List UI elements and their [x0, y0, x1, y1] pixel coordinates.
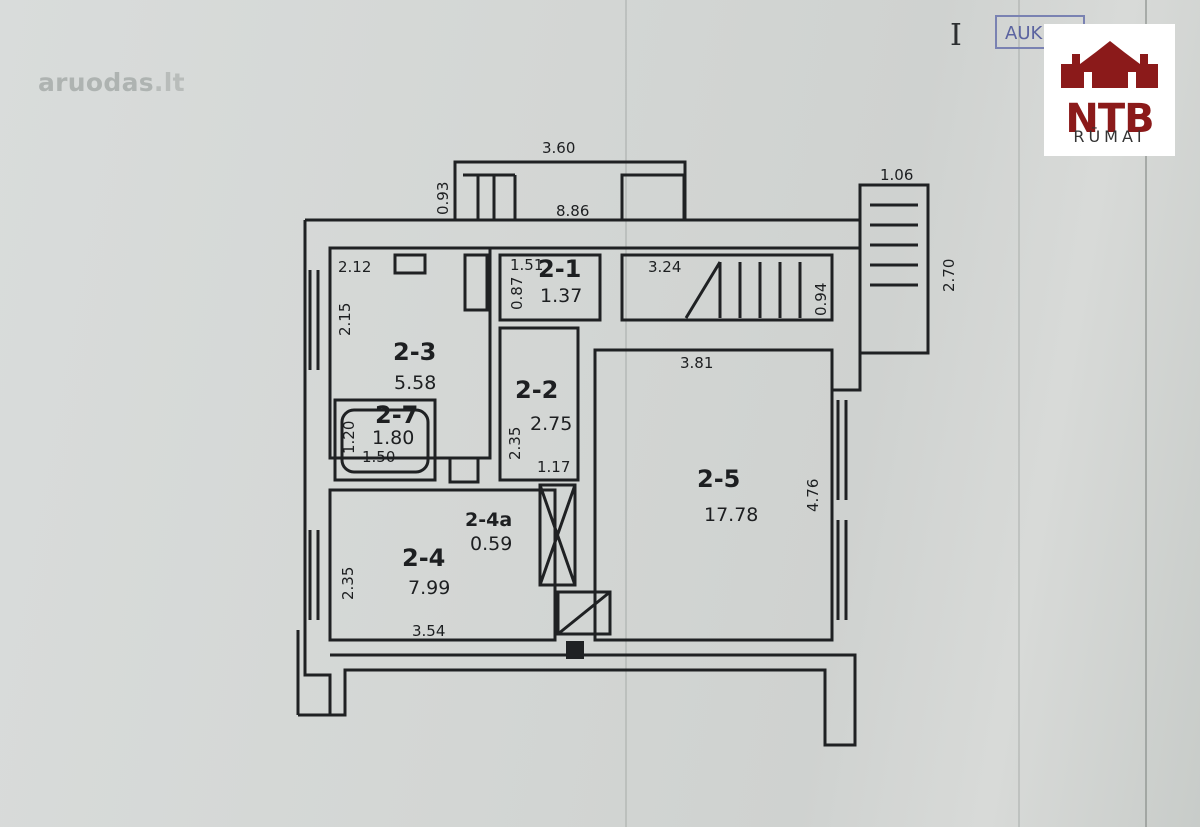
dim-stair-hall-depth: 0.94	[812, 283, 830, 316]
room-2-4-area: 7.99	[408, 577, 450, 599]
dim-wc-width: 1.51	[510, 256, 543, 274]
room-2-2-id: 2-2	[515, 376, 558, 404]
dim-kitchen-width: 2.12	[338, 258, 371, 276]
room-2-3-id: 2-3	[393, 338, 436, 366]
dim-room24-depth: 2.35	[339, 567, 357, 600]
room-2-1-id: 2-1	[538, 255, 581, 283]
room-2-4a-area: 0.59	[470, 533, 512, 555]
dim-stair-hall-width: 3.24	[648, 258, 681, 276]
dim-top-porch-width: 3.60	[542, 139, 575, 157]
outer-wall-left	[303, 220, 332, 715]
dim-bath-width: 1.50	[362, 448, 395, 466]
outer-wall-bottom	[298, 653, 857, 747]
dim-hall-width: 1.17	[537, 458, 570, 476]
dim-living-width: 3.81	[680, 354, 713, 372]
room-2-4-outline	[328, 488, 557, 642]
dim-hall-depth: 2.35	[506, 427, 524, 460]
dim-stair-length: 2.70	[940, 259, 958, 292]
outer-wall-top	[305, 218, 862, 392]
living-chimney	[556, 590, 612, 636]
chimney-block	[566, 641, 584, 659]
room-2-5-id: 2-5	[697, 465, 740, 493]
paper-fold-line	[1018, 0, 1020, 827]
logo-subtitle: RŪMAI	[1073, 127, 1146, 146]
room-2-1-area: 1.37	[540, 285, 582, 307]
paper-fold-line	[625, 0, 627, 827]
room-2-2-outline	[498, 326, 580, 482]
kitchen-stove	[393, 253, 427, 275]
room-2-4a-id: 2-4a	[465, 509, 512, 531]
room-2-2-area: 2.75	[530, 413, 572, 435]
dim-living-depth: 4.76	[804, 479, 822, 512]
room-2-7-area: 1.80	[372, 427, 414, 449]
bathtub	[340, 408, 430, 474]
dim-kitchen-depth: 2.15	[336, 303, 354, 336]
room-2-7-outline	[333, 398, 437, 482]
room-2-7-id: 2-7	[375, 401, 418, 429]
logo-name: NTB	[1065, 96, 1154, 142]
room-2-5-area: 17.78	[704, 504, 758, 526]
house-roof-icon	[1061, 41, 1158, 88]
room-2-1-outline	[498, 253, 602, 322]
kitchen-cabinet	[463, 253, 489, 312]
dim-top-porch-depth: 0.93	[434, 182, 452, 215]
room-2-4a-outline	[538, 483, 577, 587]
room-2-3-area: 5.58	[394, 372, 436, 394]
ntb-rumai-logo: NTB RŪMAI	[1044, 24, 1175, 156]
aruodas-watermark: aruodas.lt	[38, 68, 185, 97]
chimney-diagonal	[557, 590, 611, 636]
outside-stair	[858, 183, 930, 355]
room-2-5-outline	[593, 348, 834, 642]
porch-step-block	[620, 173, 686, 222]
stair-hall-outline	[620, 253, 834, 322]
room-2-3-outline	[328, 246, 492, 460]
dim-wc-depth: 0.87	[508, 277, 526, 310]
kitchen-chimney	[448, 456, 480, 484]
stair-diagonal	[684, 261, 722, 319]
paper-fold-line	[1145, 0, 1147, 827]
room-2-4-id: 2-4	[402, 544, 445, 572]
closet-diagonal	[538, 484, 577, 586]
dim-room24-width: 3.54	[412, 622, 445, 640]
dim-stair-width: 1.06	[880, 166, 913, 184]
dim-building-width: 8.86	[556, 202, 589, 220]
floor-numeral: I	[950, 18, 962, 53]
dim-bath-depth: 1.20	[340, 421, 358, 454]
